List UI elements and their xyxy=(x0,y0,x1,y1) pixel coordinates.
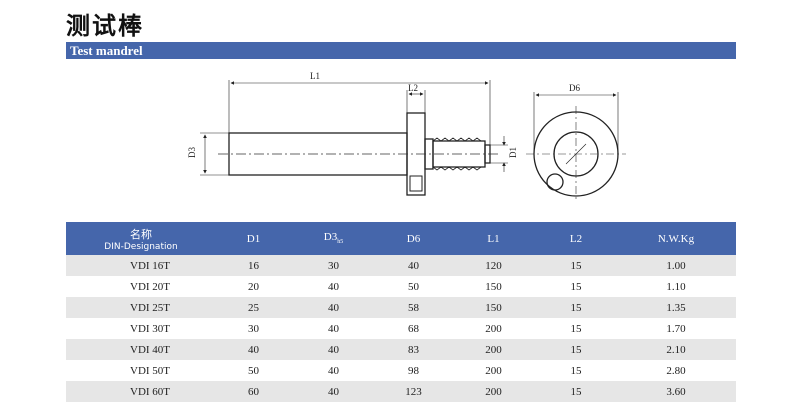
cell-d1: 25 xyxy=(248,301,259,314)
cell-d3: 30 xyxy=(328,259,339,272)
name: VDI 60T xyxy=(130,385,171,398)
cell-l2: 15 xyxy=(570,364,582,377)
cell-d1: 60 xyxy=(248,385,259,398)
cell-d6: 83 xyxy=(408,343,419,356)
name: VDI 20T xyxy=(130,280,171,293)
cell-l1: 200 xyxy=(485,343,502,356)
name: VDI 40T xyxy=(130,343,171,356)
name: VDI 30T xyxy=(130,322,171,335)
cell-d1: 50 xyxy=(248,364,259,377)
name: VDI 25T xyxy=(130,301,171,314)
cell-d6: 58 xyxy=(408,301,419,314)
cell-d3: 40 xyxy=(328,364,339,377)
page-title: 测试棒 xyxy=(66,12,144,40)
name: VDI 16T xyxy=(130,259,171,272)
cell-l2: 15 xyxy=(570,259,582,272)
cell-weight: 2.80 xyxy=(666,364,686,377)
cell-l1: 200 xyxy=(485,385,502,398)
cell-d6: 123 xyxy=(405,385,422,398)
cell-weight: 1.70 xyxy=(666,322,686,335)
cell-d6: 98 xyxy=(408,364,419,377)
cell-d3: 40 xyxy=(328,343,339,356)
table-row: VDI 16T 16 30 40 120 15 1.00 xyxy=(66,255,736,276)
cell-d1: 30 xyxy=(248,322,259,335)
cell-l2: 15 xyxy=(570,280,582,293)
cell-l2: 15 xyxy=(570,343,582,356)
cell-l1: 150 xyxy=(485,280,502,293)
cell-l1: 200 xyxy=(485,364,502,377)
header-weight: N.W.Kg xyxy=(657,232,695,245)
table-header-row: 名称 DIN-Designation D1 D3h5 D6 L1 L2 N.W.… xyxy=(66,222,736,255)
cell-weight: 2.10 xyxy=(666,343,686,356)
header-d3: D3h5 xyxy=(323,231,344,246)
cell-d3: 40 xyxy=(328,280,339,293)
table-row: VDI 50T 50 40 98 200 15 2.80 xyxy=(66,360,736,381)
cell-d3: 40 xyxy=(328,322,339,335)
table-row: VDI 60T 60 40 123 200 15 3.60 xyxy=(66,381,736,402)
cell-weight: 1.35 xyxy=(666,301,686,314)
cell-weight: 3.60 xyxy=(666,385,686,398)
cell-l1: 200 xyxy=(485,322,502,335)
header-l1: L1 xyxy=(487,232,500,245)
cell-d6: 50 xyxy=(408,280,419,293)
cell-weight: 1.10 xyxy=(666,280,686,293)
spec-table: 名称 DIN-Designation D1 D3h5 D6 L1 L2 N.W.… xyxy=(66,222,736,402)
cell-d1: 20 xyxy=(248,280,259,293)
cell-l2: 15 xyxy=(570,322,582,335)
d6-label: D6 xyxy=(569,83,580,93)
cell-l1: 120 xyxy=(485,259,502,272)
l1-label: L1 xyxy=(310,71,320,81)
cell-l1: 150 xyxy=(485,301,502,314)
name: VDI 50T xyxy=(130,364,171,377)
name-header: 名称 DIN-Designation xyxy=(104,227,178,252)
header-d1: D1 xyxy=(246,232,261,245)
cell-d1: 16 xyxy=(248,259,259,272)
table-row: VDI 40T 40 40 83 200 15 2.10 xyxy=(66,339,736,360)
header-d6: D6 xyxy=(406,232,421,245)
cell-d3: 40 xyxy=(328,301,339,314)
cell-d1: 40 xyxy=(248,343,259,356)
section-title: Test mandrel xyxy=(70,43,143,58)
cell-d6: 40 xyxy=(408,259,419,272)
cell-l2: 15 xyxy=(570,385,582,398)
d3-label: D3 xyxy=(187,147,197,158)
section-band: Test mandrel xyxy=(66,42,736,59)
cell-weight: 1.00 xyxy=(666,259,686,272)
table-row: VDI 25T 25 40 58 150 15 1.35 xyxy=(66,297,736,318)
cell-d6: 68 xyxy=(408,322,419,335)
header-l2: L2 xyxy=(569,232,583,245)
l2-label: L2 xyxy=(408,83,418,93)
d1-label: D1 xyxy=(508,147,518,158)
cell-d3: 40 xyxy=(328,385,339,398)
table-row: VDI 30T 30 40 68 200 15 1.70 xyxy=(66,318,736,339)
table-row: VDI 20T 20 40 50 150 15 1.10 xyxy=(66,276,736,297)
mandrel-drawing: L1 L2 D3 D1 D6 xyxy=(187,71,626,202)
cell-l2: 15 xyxy=(570,301,582,314)
